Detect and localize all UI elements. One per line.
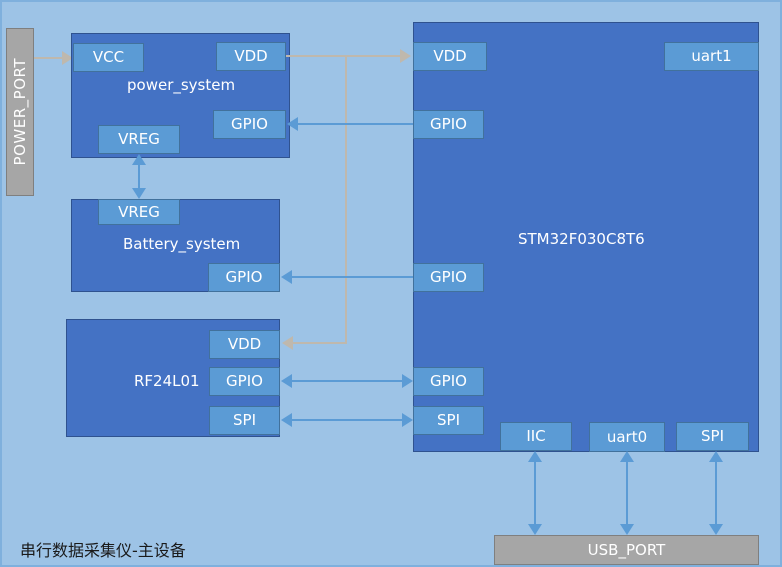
connector-mcu-gpio-to-power-gpio-arrowhead [287,117,298,131]
connector-vreg-arrowhead-up [132,154,146,165]
block-mcu-label: STM32F030C8T6 [518,230,645,248]
connector-uart0-to-usb-arrowhead-up [620,451,634,462]
port-mcu-gpio-battery[interactable]: GPIO [413,263,484,292]
connector-vreg-line [138,160,140,196]
block-power-port-label: POWER_PORT [11,58,29,166]
connector-mcu-gpio-to-power-gpio-line [298,123,413,125]
block-usb-port-label: USB_PORT [587,541,666,559]
port-mcu-spi-usb[interactable]: SPI [676,422,749,451]
connector-uart0-to-usb-line [626,459,628,529]
port-power-system-vcc[interactable]: VCC [73,43,144,72]
port-mcu-vdd[interactable]: VDD [413,42,487,71]
port-mcu-gpio-power[interactable]: GPIO [413,110,484,139]
diagram-title: 串行数据采集仪-主设备 [20,541,186,560]
block-power-port[interactable]: POWER_PORT [6,28,34,196]
connector-power-vdd-to-mcu-vdd-line [286,55,401,57]
connector-spi-to-usb-arrowhead-down [709,524,723,535]
port-battery-system-gpio[interactable]: GPIO [208,263,280,292]
connector-rf-gpio-to-mcu-gpio-line [292,380,403,382]
port-battery-system-vreg[interactable]: VREG [98,199,180,225]
port-rf24l01-spi[interactable]: SPI [209,406,280,435]
connector-iic-to-usb-arrowhead-down [528,524,542,535]
connector-power-vdd-to-rf-vdd-arrowhead [282,336,293,350]
connector-rf-spi-to-mcu-spi-arrowhead-left [281,413,292,427]
port-mcu-uart0[interactable]: uart0 [589,422,665,452]
connector-power-vdd-to-rf-vdd-horizontal [293,342,347,344]
connector-spi-to-usb-line [715,459,717,529]
port-mcu-uart1[interactable]: uart1 [664,42,759,71]
connector-uart0-to-usb-arrowhead-down [620,524,634,535]
connector-mcu-gpio-to-battery-gpio-line [292,276,413,278]
connector-power-vdd-to-rf-vdd-vertical [345,56,347,344]
connector-power-port-to-vcc-line [34,57,63,59]
port-rf24l01-gpio[interactable]: GPIO [209,367,280,396]
block-battery-system-label: Battery_system [123,235,241,253]
port-rf24l01-vdd[interactable]: VDD [209,330,280,359]
connector-iic-to-usb-line [534,459,536,529]
port-power-system-gpio[interactable]: GPIO [213,110,286,139]
block-usb-port[interactable]: USB_PORT [494,535,759,565]
connector-rf-gpio-to-mcu-gpio-arrowhead-right [402,374,413,388]
block-rf24l01-label: RF24L01 [134,372,200,390]
port-power-system-vdd[interactable]: VDD [216,42,286,71]
port-mcu-spi-rf[interactable]: SPI [413,406,484,435]
connector-rf-gpio-to-mcu-gpio-arrowhead-left [281,374,292,388]
port-power-system-vreg[interactable]: VREG [98,125,180,154]
connector-power-port-to-vcc-arrowhead [62,51,73,65]
connector-rf-spi-to-mcu-spi-line [292,419,403,421]
connector-mcu-gpio-to-battery-gpio-arrowhead [281,270,292,284]
connector-spi-to-usb-arrowhead-up [709,451,723,462]
port-mcu-gpio-rf[interactable]: GPIO [413,367,484,396]
connector-power-vdd-to-mcu-vdd-arrowhead [400,49,411,63]
block-power-system-label: power_system [127,76,236,94]
connector-vreg-arrowhead-down [132,188,146,199]
port-mcu-iic[interactable]: IIC [500,422,572,451]
connector-rf-spi-to-mcu-spi-arrowhead-right [402,413,413,427]
connector-iic-to-usb-arrowhead-up [528,451,542,462]
